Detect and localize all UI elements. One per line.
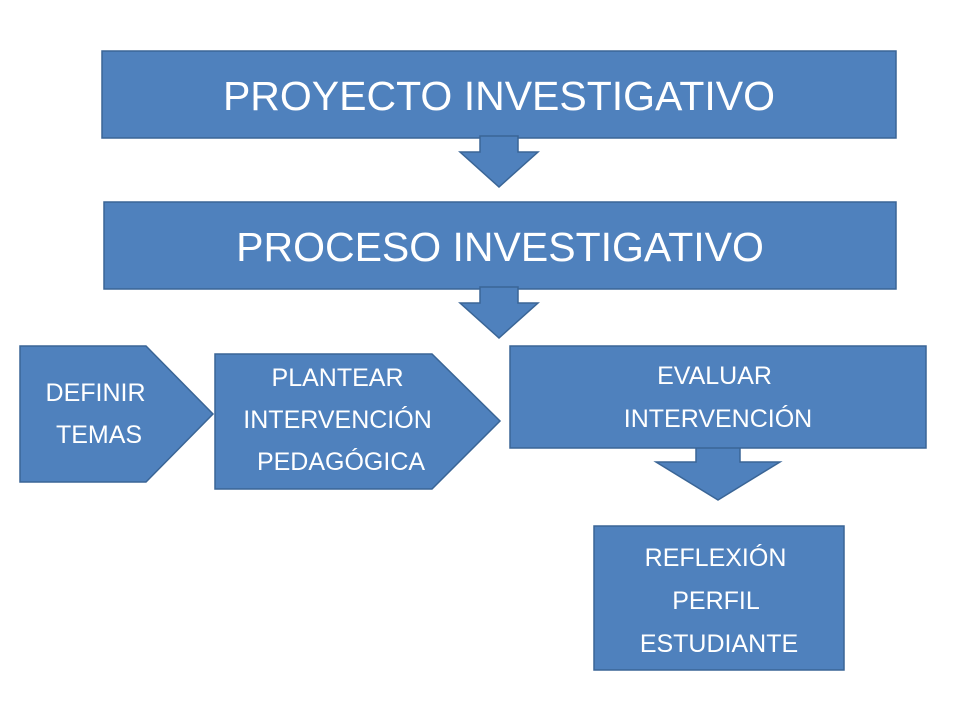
plantear-label: PLANTEAR INTERVENCIÓN PEDAGÓGICA — [243, 364, 438, 476]
reflexion-label: REFLEXIÓN PERFIL ESTUDIANTE — [640, 543, 798, 658]
proyecto-label: PROYECTO INVESTIGATIVO — [223, 73, 775, 119]
down-arrow-2 — [458, 286, 540, 340]
definir-label: DEFINIR TEMAS — [46, 379, 153, 449]
evaluar-label: EVALUAR INTERVENCIÓN — [624, 362, 812, 433]
definir-temas-step: DEFINIR TEMAS — [19, 345, 215, 483]
down-arrow-1 — [458, 135, 540, 189]
reflexion-perfil-box: REFLEXIÓN PERFIL ESTUDIANTE — [593, 525, 845, 671]
proceso-label: PROCESO INVESTIGATIVO — [236, 224, 764, 270]
proceso-box: PROCESO INVESTIGATIVO — [103, 201, 897, 290]
proyecto-box: PROYECTO INVESTIGATIVO — [101, 50, 897, 139]
evaluar-intervencion-box: EVALUAR INTERVENCIÓN — [509, 345, 927, 449]
plantear-intervencion-step: PLANTEAR INTERVENCIÓN PEDAGÓGICA — [214, 353, 502, 490]
